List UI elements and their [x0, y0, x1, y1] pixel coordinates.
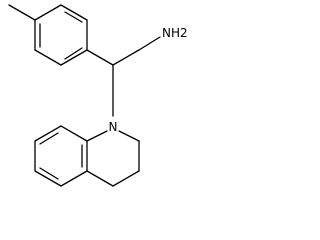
bond-ch2-amine	[138, 36, 161, 51]
bond-tolyl-5	[60, 4, 88, 21]
tolyl-ring	[34, 4, 88, 66]
bond-tolyl-3	[60, 49, 88, 66]
bond-ch-ch2	[112, 49, 140, 66]
bond-benzo-3	[34, 170, 62, 187]
structure-diagram: NH2 N	[8, 4, 188, 187]
bond-tolyl-inner-3	[64, 11, 83, 23]
bond-tolyl-inner-2	[64, 47, 83, 60]
bond-benzo-5	[34, 125, 62, 142]
bond-sat-3	[112, 170, 140, 187]
bond-sat-1	[118, 130, 140, 142]
bond-tolyl-2	[34, 49, 62, 66]
bond-benzo-inner-2	[39, 167, 59, 180]
bond-methyl	[8, 4, 36, 21]
ring-nitrogen-label: N	[109, 120, 118, 134]
saturated-ring	[86, 130, 140, 187]
bond-benzo-inner-3	[39, 132, 59, 145]
bond-sat-5	[86, 130, 108, 142]
bond-benzo-6	[60, 125, 88, 142]
bond-aryl-ch	[86, 49, 114, 66]
benzo-ring	[34, 125, 88, 187]
bond-benzo-2	[60, 170, 88, 187]
bond-tolyl-6	[34, 4, 62, 21]
bond-sat-4	[86, 170, 114, 187]
amine-label: NH2	[162, 26, 188, 40]
